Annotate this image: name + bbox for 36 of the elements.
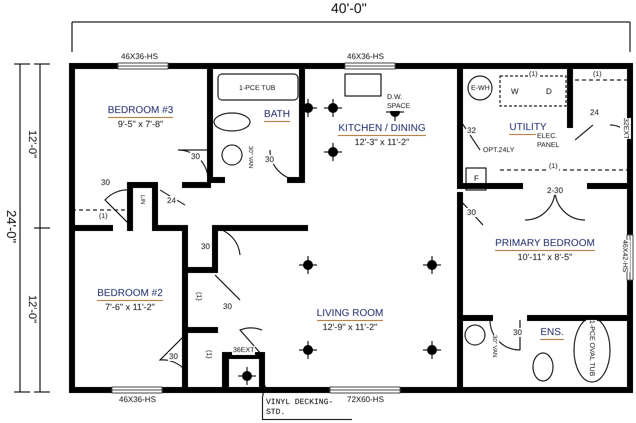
room-name: BATH [264, 108, 290, 122]
room-name: ENS. [540, 326, 564, 340]
window-label: 72X60-HS [346, 395, 385, 404]
fixture-label: W [510, 87, 520, 96]
room-dimensions: 10'-11" x 8'-5" [518, 250, 572, 262]
dimension-text: 40'-0" [330, 4, 368, 13]
dimension-text: 24'-0" [6, 210, 17, 244]
room-name: KITCHEN / DINING [338, 122, 426, 136]
door-size: 30 [200, 242, 211, 251]
door-size: 30 [222, 302, 233, 311]
window-label: 46X36-HS [346, 52, 385, 61]
door-size: 24 [589, 108, 600, 117]
room-dimensions: 9'-5" x 7'-8" [118, 118, 164, 130]
door-size: 32 [466, 126, 477, 135]
window-label: 46X36-HS [120, 52, 159, 61]
dimension-text: 12'-0" [26, 130, 37, 158]
door-size: 24 [166, 196, 177, 205]
door-size: 30 [100, 178, 111, 187]
room-dimensions: 7'-6" x 11'-2" [105, 300, 155, 312]
door-size: 30 [512, 328, 523, 337]
door-size: 30 [168, 352, 179, 361]
room-name: BEDROOM #2 [97, 288, 163, 300]
window-label: 46X36-HS [118, 395, 157, 404]
room-name: BEDROOM #3 [108, 105, 174, 118]
room-name: LIVING ROOM [316, 308, 384, 320]
room-name: PRIMARY BEDROOM [495, 238, 595, 250]
dimension-text: 12'-0" [26, 295, 37, 324]
fixture-label: D [545, 87, 553, 96]
door-size: 30 [466, 208, 477, 217]
room-dimensions: 12'-9" x 11'-2" [322, 320, 378, 332]
fixture-label: F [473, 174, 480, 183]
room-dimensions: 12'-3" x 11'-2" [354, 136, 410, 148]
deck-landing [228, 358, 260, 388]
door-size: 30 [190, 152, 201, 161]
door-size: 2-30 [546, 186, 564, 195]
door-size: 30 [264, 155, 275, 164]
